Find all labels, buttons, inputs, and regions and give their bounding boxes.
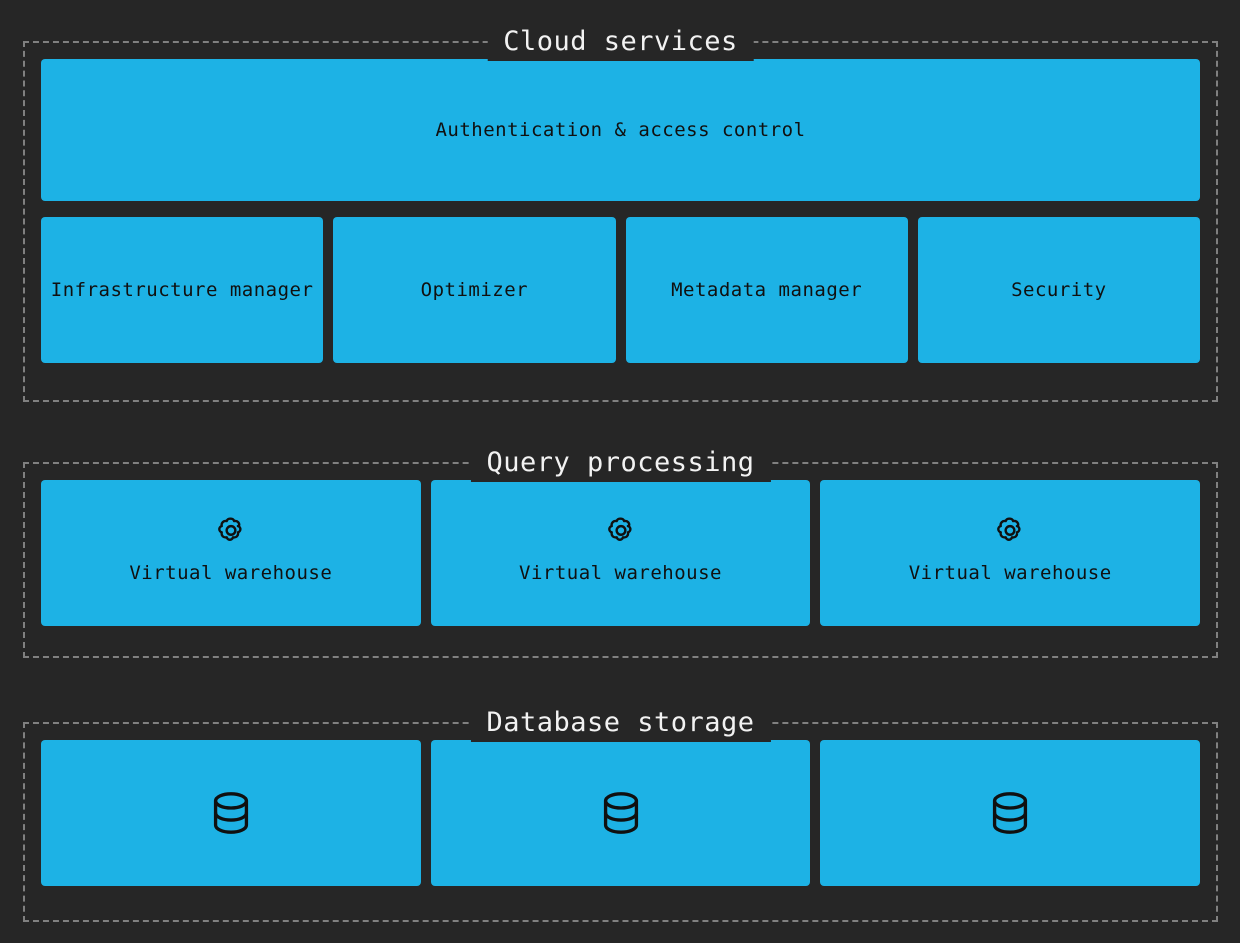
box-label: Virtual warehouse <box>129 562 333 584</box>
box-label: Security <box>1011 279 1107 301</box>
section-database-storage: Database storage <box>23 704 1218 922</box>
query-processing-row: Virtual warehouse Virtual warehouse <box>41 480 1201 626</box>
section-title-query-processing: Query processing <box>470 444 771 482</box>
gear-icon <box>604 515 638 549</box>
box-label: Virtual warehouse <box>519 562 722 584</box>
box-authentication-access-control[interactable]: Authentication & access control <box>41 59 1200 201</box>
box-label: Infrastructure manager <box>50 279 314 301</box>
gear-icon <box>214 515 248 549</box>
database-icon <box>206 788 256 838</box>
box-label: Authentication & access control <box>435 119 806 141</box>
cloud-services-row-2: Infrastructure manager Optimizer Metadat… <box>41 217 1200 363</box>
section-title-cloud-services: Cloud services <box>487 23 754 61</box>
box-label: Optimizer <box>420 279 529 301</box>
box-database-1[interactable] <box>41 740 421 886</box>
section-title-database-storage: Database storage <box>470 704 771 742</box>
box-optimizer[interactable]: Optimizer <box>333 217 616 363</box>
section-cloud-services: Cloud services Authentication & access c… <box>23 23 1218 402</box>
box-virtual-warehouse-3[interactable]: Virtual warehouse <box>820 480 1201 626</box>
cloud-services-row-1: Authentication & access control <box>41 59 1200 201</box>
box-label: Metadata manager <box>671 279 863 301</box>
box-metadata-manager[interactable]: Metadata manager <box>625 217 908 363</box>
box-infrastructure-manager[interactable]: Infrastructure manager <box>41 217 324 363</box>
section-query-processing: Query processing Virtual warehouse <box>23 444 1218 658</box>
database-storage-row <box>41 740 1201 886</box>
box-security[interactable]: Security <box>917 217 1200 363</box>
box-database-2[interactable] <box>430 740 811 886</box>
box-database-3[interactable] <box>820 740 1201 886</box>
section-body-cloud-services: Authentication & access control Infrastr… <box>25 43 1216 379</box>
box-virtual-warehouse-1[interactable]: Virtual warehouse <box>41 480 421 626</box>
box-virtual-warehouse-2[interactable]: Virtual warehouse <box>430 480 811 626</box>
database-icon <box>596 788 646 838</box>
section-body-database-storage <box>25 724 1216 902</box>
box-label: Virtual warehouse <box>908 562 1112 584</box>
gear-icon <box>993 515 1027 549</box>
database-icon <box>985 788 1035 838</box>
section-body-query-processing: Virtual warehouse Virtual warehouse <box>25 464 1216 642</box>
